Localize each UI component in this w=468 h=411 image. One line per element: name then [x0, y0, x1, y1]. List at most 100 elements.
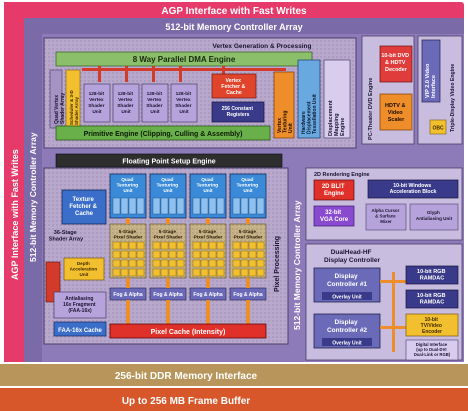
pixel-pipeline-4: Quad Texturing Unit 5-Stage Pixel Shader…	[229, 173, 267, 301]
svg-text:Vertex Texturing U: Vertex Texturing Unit	[277, 109, 294, 133]
svg-text:Depth Acceleration: Depth Acceleration Unit	[70, 261, 99, 277]
display-controller-title: DualHead-HF Display Controller	[324, 249, 380, 264]
agp-top-label: AGP Interface with Fast Writes	[161, 6, 307, 17]
svg-text:128-bit Vertex Sha: 128-bit Vertex Shader Unit	[175, 91, 193, 115]
triple-display-label: Triple-Display Video Engine	[450, 64, 456, 132]
svg-text:Quad Texturing: Quad Texturing Unit	[117, 177, 140, 194]
ramdac-1: 10-bit RGB RAMDAC	[405, 265, 459, 285]
pc-theater-label: PC-Theater DVD Engine	[368, 78, 374, 140]
svg-text:10-bit RGB RAMDAC: 10-bit RGB RAMDAC	[417, 269, 447, 282]
svg-text:10-bit DVD & HDTV: 10-bit DVD & HDTV Decoder	[381, 53, 410, 73]
dma-engine-bar	[55, 51, 313, 67]
svg-text:Display Controller #1: Display Controller #1	[327, 273, 367, 288]
svg-text:Quad Texturing: Quad Texturing Unit	[197, 177, 220, 194]
alpha-cursor-mixer: Alpha Cursor & Surface Mixer	[365, 203, 407, 231]
digital-interface: Digital Interface (up to Dual-DVI Dual-L…	[405, 339, 459, 361]
svg-text:10-bit TV/Video En: 10-bit TV/Video Encoder	[421, 317, 444, 335]
display-controller-2: Display Controller #2 Overlay Unit	[313, 313, 381, 349]
vertex-shader-unit-3: 128-bit Vertex Shader Unit	[141, 83, 169, 123]
svg-text:Overlay Unit: Overlay Unit	[332, 341, 362, 347]
mem512-right-label: 512-bit Memory Controller Array	[292, 200, 302, 330]
antialiasing-fragment-unit: Antialiasing 16x Fragment (FAA-16x)	[53, 291, 107, 319]
vertex-shader-unit-4: 128-bit Vertex Shader Unit	[170, 83, 198, 123]
primitive-engine-label: Primitive Engine (Clipping, Culling & As…	[84, 131, 243, 138]
svg-text:256 Constant Registers: 256 Constant Registers	[222, 106, 255, 118]
svg-text:5-Stage Pixel Shader: 5-Stage Pixel Shader	[234, 229, 263, 241]
svg-text:Texture Fetcher &: Texture Fetcher & Cache	[69, 197, 98, 217]
svg-text:5-Stage Pixel Shader: 5-Stage Pixel Shader	[114, 229, 143, 241]
svg-text:Glyph Antialiasing Unit: Glyph Antialiasing Unit	[416, 210, 453, 221]
fp-setup-bar	[55, 153, 283, 168]
svg-text:Antialiasing 16x Fragmen: Antialiasing 16x Fragment (FAA-16x)	[63, 296, 97, 314]
svg-text:Quad Texturing: Quad Texturing Unit	[237, 177, 260, 194]
svg-text:OBC: OBC	[432, 126, 444, 132]
vga-core: 32-bit VGA Core	[313, 205, 355, 227]
texture-fetcher-cache: Texture Fetcher & Cache	[61, 189, 107, 225]
vip-video-interface: VIP 2.0 Video Interface	[421, 39, 441, 103]
svg-text:FAA-16x Cache: FAA-16x Cache	[58, 328, 102, 334]
svg-text:10-bit RGB RAMDAC: 10-bit RGB RAMDAC	[417, 293, 447, 306]
shader-array-label: 36-Stage Shader Array	[49, 230, 84, 243]
quad-vertex-shader-label: Quad Vertex Shader Array	[54, 93, 66, 124]
svg-text:Fog & Alpha: Fog & Alpha	[193, 292, 222, 298]
dvd-hdtv-decoder: 10-bit DVD & HDTV Decoder	[379, 45, 413, 83]
agp-left-label: AGP Interface with Fast Writes	[10, 149, 20, 280]
hdtv-video-scaler: HDTV & Video Scaler	[379, 93, 413, 131]
svg-text:Display Controller #2: Display Controller #2	[327, 319, 367, 334]
svg-text:Displacement Mapping: Displacement Mapping Engine	[328, 99, 346, 136]
tv-video-encoder: 10-bit TV/Video Encoder	[405, 313, 459, 337]
displacement-mapping-engine: Displacement Mapping Engine	[323, 59, 351, 139]
svg-text:Overlay Unit: Overlay Unit	[332, 295, 362, 301]
display-connectors	[380, 272, 406, 352]
frame-buffer-label: Up to 256 MB Frame Buffer	[122, 396, 250, 407]
depth-acceleration-unit: Depth Acceleration Unit	[63, 257, 105, 281]
ddr-interface-label: 256-bit DDR Memory Interface	[115, 371, 258, 382]
svg-text:5-Stage Pixel Shader: 5-Stage Pixel Shader	[194, 229, 223, 241]
glyph-antialiasing-unit: Glyph Antialiasing Unit	[409, 203, 459, 231]
svg-text:Fog & Alpha: Fog & Alpha	[233, 292, 262, 298]
svg-text:32-bit VGA Core: 32-bit VGA Core	[320, 210, 349, 223]
svg-text:128-bit Vertex Sha: 128-bit Vertex Shader Unit	[146, 91, 164, 115]
pixel-cache-label: Pixel Cache (Intensity)	[151, 329, 226, 336]
ramdac-2: 10-bit RGB RAMDAC	[405, 289, 459, 309]
svg-text:Digital Interface (up to: Digital Interface (up to Dual-DVI Dual-L…	[414, 342, 451, 357]
obc-block: OBC	[429, 119, 447, 135]
pixel-cache-bar	[109, 323, 267, 339]
tessellation-unit: Hardware Displacement Tessellation Unit	[297, 59, 321, 139]
vertex-texturing-unit: Vertex Texturing Unit	[273, 71, 295, 139]
pixel-pipeline-1: Quad Texturing Unit 5-Stage Pixel Shader…	[109, 173, 147, 301]
svg-text:2D BLIT Engine: 2D BLIT Engine	[322, 184, 346, 197]
svg-text:VIP 2.0 Video Interface: VIP 2.0 Video Interface	[425, 62, 437, 98]
svg-text:Vertex Fetcher & C: Vertex Fetcher & Cache	[221, 78, 246, 96]
mem512-left-label: 512-bit Memory Controller Array	[28, 132, 38, 262]
fp-setup-label: Floating Point Setup Engine	[122, 159, 215, 166]
primitive-engine-bar	[55, 125, 271, 141]
blit-engine: 2D BLIT Engine	[313, 179, 355, 201]
agp-left-bar	[4, 2, 24, 362]
frame-buffer-bar	[0, 388, 468, 411]
svg-text:10-bit Windows Accelerat: 10-bit Windows Acceleration Block	[390, 183, 437, 195]
svg-text:Hardware Displacement: Hardware Displacement Tessellation Unit	[301, 94, 318, 134]
pixel-pipelines: Quad Texturing Unit 5-Stage Pixel Shader…	[109, 173, 267, 301]
svg-text:128-bit Vertex Sha: 128-bit Vertex Shader Unit	[88, 91, 106, 115]
svg-text:128-bit Vertex Sha: 128-bit Vertex Shader Unit	[117, 91, 135, 115]
pixel-processing-label: Pixel Processing	[274, 236, 281, 292]
mem512-top-label: 512-bit Memory Controller Array	[165, 22, 302, 32]
constant-registers: 256 Constant Registers	[211, 101, 265, 123]
vertex-generation-title: Vertex Generation & Processing	[213, 43, 312, 50]
vertex-shader-unit-2: 128-bit Vertex Shader Unit	[112, 83, 140, 123]
svg-text:Quad Texturing: Quad Texturing Unit	[157, 177, 180, 194]
svg-text:Fog & Alpha: Fog & Alpha	[113, 292, 142, 298]
pipeline-arrows	[126, 218, 250, 324]
vertex-fetcher-cache: Vertex Fetcher & Cache	[211, 73, 257, 99]
svg-text:Alpha Cursor & Surface: Alpha Cursor & Surface Mixer	[371, 208, 400, 224]
ddr-interface-bar	[0, 364, 468, 386]
display-controller-1: Display Controller #1 Overlay Unit	[313, 267, 381, 303]
svg-text:Fog & Alpha: Fog & Alpha	[153, 292, 182, 298]
svg-text:HDTV & Video Scale: HDTV & Video Scaler	[385, 103, 407, 123]
dma-engine-label: 8 Way Parallel DMA Engine	[133, 55, 236, 64]
dma-arrows	[82, 66, 286, 82]
scheduler-label: Scheduler & 3-D Shader Array	[69, 89, 79, 125]
vertex-shader-unit-1: 128-bit Vertex Shader Unit	[83, 83, 111, 123]
